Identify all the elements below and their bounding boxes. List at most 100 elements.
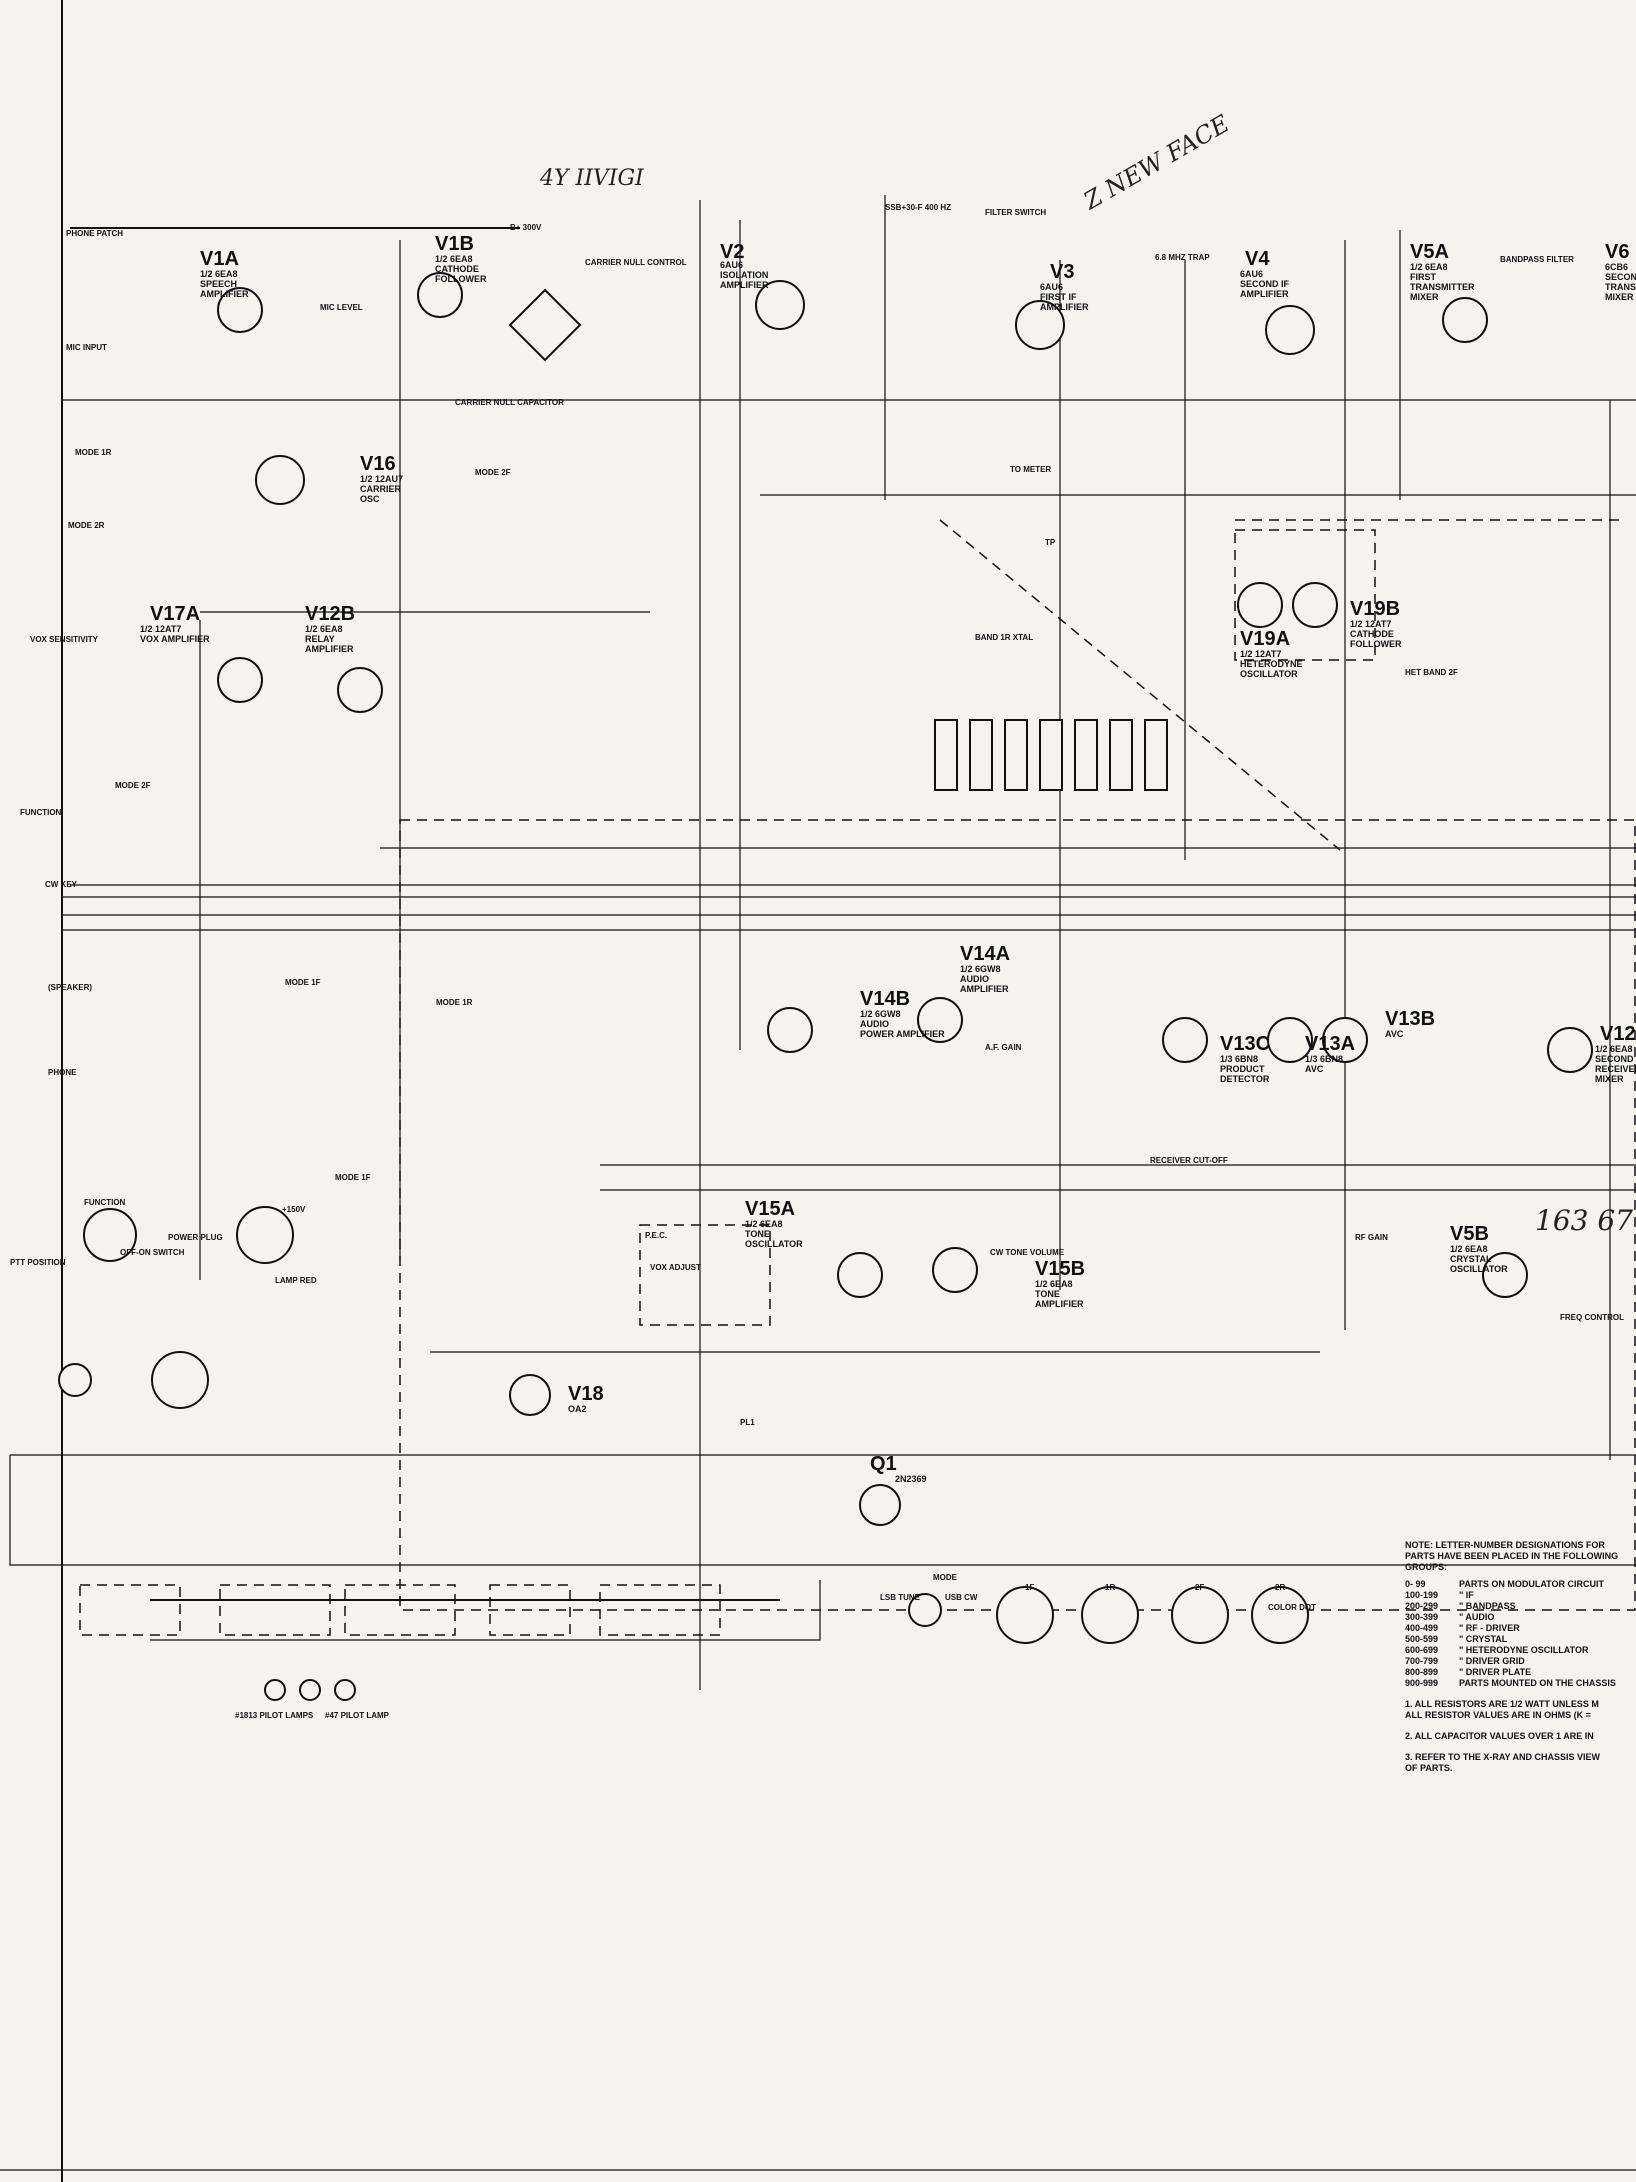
desc-v16-2: CARRIER [360,484,402,494]
desc-v3-2: FIRST IF [1040,292,1077,302]
label-meter: TO METER [1010,465,1051,474]
desc-v16-3: OSC [360,494,380,504]
label-function-b: FUNCTION [84,1198,126,1207]
notes-group-desc: " CRYSTAL [1459,1634,1508,1644]
label-vox-adjust: VOX ADJUST [650,1263,701,1272]
desc-v1b-2: CATHODE [435,264,479,274]
label-v15a: V15A [745,1198,795,1220]
label-v12a: V12A [1600,1023,1636,1045]
desc-v19b-2: CATHODE [1350,629,1394,639]
label-phone-patch: PHONE PATCH [66,229,123,238]
label-b-plus: B+ 300V [510,223,542,232]
desc-v1a: 1/2 6EA8 [200,269,238,279]
label-rf-gain: RF GAIN [1355,1233,1388,1242]
label-het-band: HET BAND 2F [1405,668,1458,677]
wafer-1f [996,1586,1054,1644]
notes-group-row: 400-499" RF - DRIVER [1405,1623,1636,1634]
label-v3: V3 [1050,261,1074,283]
notes-group-range: 300-399 [1405,1612,1439,1622]
tube-v19b [1292,582,1338,628]
filament-return [150,1580,821,1641]
desc-v14a-3: AMPLIFIER [960,984,1009,994]
ptt-jack [58,1363,92,1397]
label-pilot-lamps: #1813 PILOT LAMPS [235,1711,314,1720]
label-v14a: V14A [960,943,1010,965]
label-hplus: +150V [282,1205,306,1214]
desc-v15a-2: TONE [745,1229,770,1239]
desc-v12a: 1/2 6EA8 [1595,1044,1633,1054]
notes-group-row: 300-399" AUDIO [1405,1612,1636,1623]
desc-v12a-4: MIXER [1595,1074,1624,1084]
tube-v15a [837,1252,883,1298]
pec-dashed-box [639,1224,771,1326]
tube-v13c [1162,1017,1208,1063]
label-ssb-filter: SSB+30-F 400 HZ [885,203,951,212]
tube-v5b [1482,1252,1528,1298]
tube-v2 [755,280,805,330]
desc-v14b: 1/2 6GW8 [860,1009,901,1019]
power-plug [236,1206,294,1264]
label-wafer-1f: 1F [1025,1583,1034,1592]
label-v13a: V13A [1305,1033,1355,1055]
label-v5b: V5B [1450,1223,1489,1245]
label-vox-sens: VOX SENSITIVITY [30,635,99,644]
label-cw-key: CW KEY [45,880,78,889]
label-carrier-null-cap: CARRIER NULL CAPACITOR [455,398,564,407]
label-v4: V4 [1245,248,1270,270]
label-mic-level: MIC LEVEL [320,303,363,312]
label-trap: 6.8 MHZ TRAP [1155,253,1210,262]
label-mode-2r: MODE 2R [68,521,105,530]
notes-group-row: 800-899" DRIVER PLATE [1405,1667,1636,1678]
label-band-1r: BAND 1R XTAL [975,633,1033,642]
label-pec: P.E.C. [645,1231,667,1240]
pilot-lamp-1 [264,1679,286,1701]
label-mode-1r: MODE 1R [75,448,112,457]
label-mic-input: MIC INPUT [66,343,107,352]
label-v13b: V13B [1385,1008,1435,1030]
dashed-link-1 [939,519,1341,851]
label-v5a: V5A [1410,241,1449,263]
notes-group-range: 700-799 [1405,1656,1439,1666]
label-v17a: V17A [150,603,200,625]
tube-v1a [217,287,263,333]
notes-group-range: 600-699 [1405,1645,1439,1655]
label-v2: V2 [720,241,744,263]
notes-group-desc: " BANDPASS [1459,1601,1516,1611]
desc-v4-3: AMPLIFIER [1240,289,1289,299]
ring-modulator-diamond [508,288,582,362]
chassis-dashed-frame [399,819,1636,1611]
desc-v1b-3: FOLLOWER [435,274,487,284]
notes-group-desc: PARTS MOUNTED ON THE CHASSIS [1459,1678,1616,1688]
desc-v14a: 1/2 6GW8 [960,964,1001,974]
label-af-gain: A.F. GAIN [985,1043,1022,1052]
desc-v18: OA2 [568,1404,587,1414]
desc-v12b: 1/2 6EA8 [305,624,343,634]
desc-v6-2: SECOND [1605,272,1636,282]
desc-v5b: 1/2 6EA8 [1450,1244,1488,1254]
label-v19a: V19A [1240,628,1290,650]
misc-labels: PHONE PATCH MIC INPUT MIC LEVEL MODE 1R … [10,203,1624,1720]
desc-v17a: 1/2 12AT7 [140,624,181,634]
notes-group-range: 500-599 [1405,1634,1439,1644]
desc-v6: 6CB6 [1605,262,1628,272]
desc-v3: 6AU6 [1040,282,1063,292]
desc-v13c-2: PRODUCT [1220,1064,1265,1074]
label-wafer-1r: 1R [1105,1583,1115,1592]
desc-v13a: 1/3 6BN8 [1305,1054,1343,1064]
notes-item: OF PARTS. [1405,1763,1453,1773]
function-switch [83,1208,137,1262]
label-v18: V18 [568,1383,604,1405]
label-off-on: OFF-ON SWITCH [120,1248,185,1257]
tube-v14b [767,1007,813,1053]
handwritten-annotations: 4Y IIVIGI Z NEW FACE 163 67 [539,109,1633,1237]
wafer-2f [1171,1586,1229,1644]
label-mode-1f-b: MODE 1F [335,1173,371,1182]
notes-item: 3. REFER TO THE X-RAY AND CHASSIS VIEW [1405,1752,1601,1762]
label-bandpass: BANDPASS FILTER [1500,255,1574,264]
desc-v15b-3: AMPLIFIER [1035,1299,1084,1309]
tube-labels: V1A V1B V2 V3 V4 V5A V6 V16 V17A V12B V1… [150,233,1636,1475]
